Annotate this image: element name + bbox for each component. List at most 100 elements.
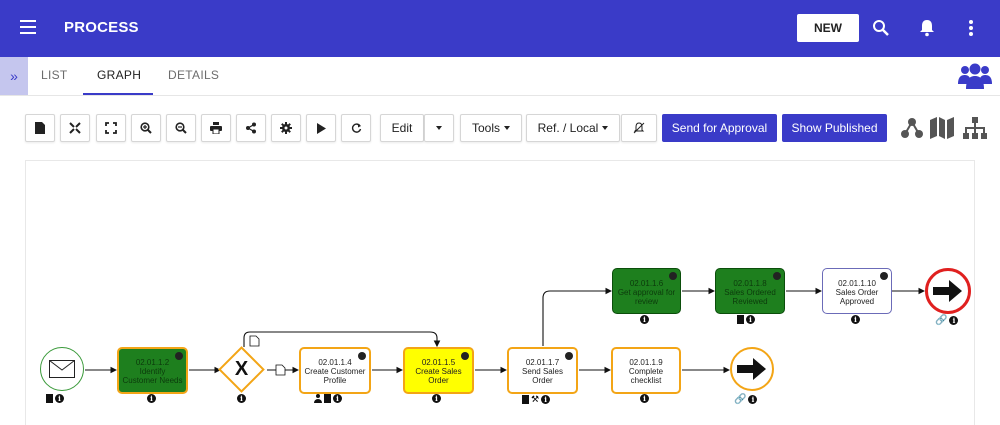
document-icon[interactable]: [46, 394, 53, 403]
task-id: 02.01.1.6: [629, 278, 664, 288]
task-icons: i: [640, 315, 649, 324]
tools-dropdown[interactable]: Tools: [460, 114, 522, 142]
link-icon[interactable]: 🔗: [734, 394, 747, 405]
play-icon[interactable]: [306, 114, 336, 142]
task-node[interactable]: 02.01.1.5 Create Sales Order: [403, 347, 474, 394]
active-tab-indicator: [83, 93, 153, 95]
task-icons: i: [432, 394, 441, 403]
tools-label: Tools: [471, 121, 500, 135]
user-icon[interactable]: [314, 394, 322, 403]
arrow-right-icon: [737, 358, 766, 380]
info-icon[interactable]: i: [746, 315, 755, 324]
graph-connectors: [85, 287, 926, 376]
zoom-in-icon[interactable]: [131, 114, 161, 142]
task-icons: ⚒i: [522, 394, 551, 405]
notifications-off-icon[interactable]: [621, 114, 657, 142]
new-button[interactable]: NEW: [797, 14, 859, 42]
task-name: Complete checklist: [628, 367, 664, 385]
document-icon[interactable]: [522, 395, 529, 404]
show-published-button[interactable]: Show Published: [782, 114, 887, 142]
users-group-icon[interactable]: [958, 62, 992, 95]
task-name: Identify Customer Needs: [122, 367, 183, 385]
task-name: Get approval for review: [617, 287, 676, 306]
page-title: PROCESS: [64, 19, 139, 36]
end-event-icons: 🔗i: [734, 394, 758, 405]
gear-icon[interactable]: [271, 114, 301, 142]
globe-icon: [175, 352, 183, 360]
info-icon[interactable]: i: [541, 395, 551, 404]
new-document-icon[interactable]: [25, 114, 55, 142]
task-name: Sales Ordered Reviewed: [724, 287, 776, 306]
end-event[interactable]: [730, 347, 774, 391]
hierarchy-icon[interactable]: [963, 117, 987, 144]
zoom-out-icon[interactable]: [166, 114, 196, 142]
print-icon[interactable]: [201, 114, 231, 142]
task-icons: i: [851, 315, 860, 324]
end-event[interactable]: [925, 268, 971, 314]
tab-bar: » LIST GRAPH DETAILS: [0, 57, 1000, 96]
task-id: 02.01.1.9: [629, 358, 663, 367]
fit-screen-icon[interactable]: [60, 114, 90, 142]
info-icon[interactable]: i: [851, 315, 860, 324]
end-event-icons: 🔗i: [935, 315, 959, 326]
ref-local-label: Ref. / Local: [537, 121, 599, 135]
task-node[interactable]: 02.01.1.8 Sales Ordered Reviewed: [715, 268, 785, 314]
edit-dropdown-toggle[interactable]: [424, 114, 454, 142]
chevron-down-icon: [602, 126, 609, 130]
info-icon[interactable]: i: [949, 316, 959, 325]
tab-graph[interactable]: GRAPH: [97, 68, 142, 82]
search-icon[interactable]: [869, 16, 893, 40]
start-event-icons: i: [46, 394, 64, 403]
task-icons: i: [314, 394, 342, 403]
info-icon[interactable]: i: [640, 394, 649, 403]
task-name: Create Sales Order: [415, 367, 462, 385]
info-icon[interactable]: i: [237, 394, 246, 403]
share-icon[interactable]: [236, 114, 266, 142]
task-name: Sales Order Approved: [835, 287, 879, 306]
chevron-down-icon: [436, 126, 442, 130]
tab-list[interactable]: LIST: [41, 68, 68, 82]
tab-details[interactable]: DETAILS: [168, 68, 220, 82]
info-icon[interactable]: i: [432, 394, 441, 403]
info-icon[interactable]: i: [147, 394, 156, 403]
info-icon[interactable]: i: [640, 315, 649, 324]
document-icon[interactable]: [737, 315, 744, 324]
info-icon[interactable]: i: [55, 394, 64, 403]
fullscreen-icon[interactable]: [96, 114, 126, 142]
task-node[interactable]: 02.01.1.9 Complete checklist: [611, 347, 681, 394]
task-id: 02.01.1.4: [318, 358, 352, 367]
task-node[interactable]: 02.01.1.6 Get approval for review: [612, 268, 681, 314]
task-id: 02.01.1.8: [733, 278, 767, 288]
task-node[interactable]: 02.01.1.10 Sales Order Approved: [822, 268, 892, 314]
menu-icon[interactable]: [20, 20, 36, 34]
edit-button[interactable]: Edit: [380, 114, 424, 142]
link-icon[interactable]: 🔗: [935, 315, 948, 326]
chevron-down-icon: [504, 126, 510, 130]
process-graph-canvas[interactable]: i 02.01.1.2 Identify Customer Needs i X …: [25, 160, 975, 425]
map-icon[interactable]: [930, 117, 954, 144]
task-id: 02.01.1.10: [838, 278, 876, 288]
task-node[interactable]: 02.01.1.2 Identify Customer Needs: [117, 347, 188, 394]
envelope-icon: [49, 360, 75, 378]
info-icon[interactable]: i: [748, 395, 758, 404]
hammer-icon[interactable]: ⚒: [531, 394, 540, 404]
task-icons: i: [640, 394, 649, 403]
task-id: 02.01.1.7: [525, 358, 560, 367]
globe-icon: [880, 272, 888, 280]
network-icon[interactable]: [901, 117, 923, 144]
bell-icon[interactable]: [915, 16, 939, 40]
send-for-approval-button[interactable]: Send for Approval: [662, 114, 777, 142]
more-vert-icon[interactable]: [959, 16, 983, 40]
info-icon[interactable]: i: [333, 394, 342, 403]
task-node[interactable]: 02.01.1.4 Create Customer Profile: [299, 347, 371, 394]
globe-icon: [773, 272, 781, 280]
document-icon[interactable]: [324, 394, 331, 403]
arrow-right-icon: [933, 280, 962, 302]
ref-local-dropdown[interactable]: Ref. / Local: [526, 114, 620, 142]
task-id: 02.01.1.5: [421, 358, 456, 367]
expand-sidebar-icon[interactable]: »: [0, 57, 28, 95]
task-node[interactable]: 02.01.1.7 Send Sales Order: [507, 347, 578, 394]
start-message-event[interactable]: [40, 347, 84, 391]
refresh-icon[interactable]: [341, 114, 371, 142]
app-bar: PROCESS NEW: [0, 0, 1000, 57]
